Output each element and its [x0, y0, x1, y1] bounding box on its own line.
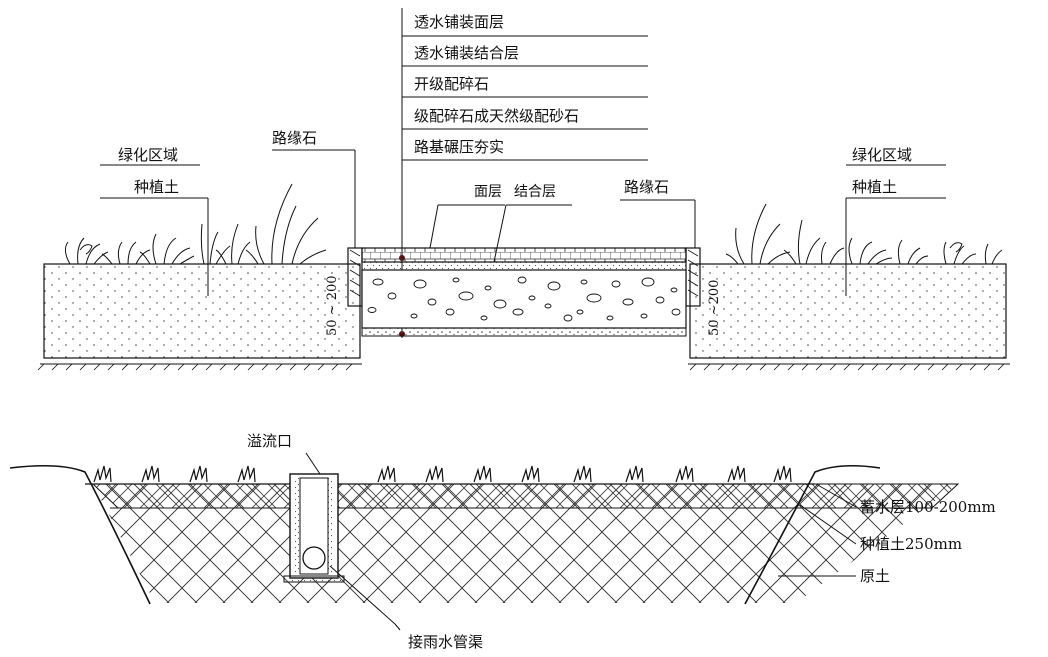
- right-soil-label: 种植土: [852, 178, 897, 196]
- storage-layer-band: [91, 483, 960, 509]
- drain-pipe: [302, 546, 326, 570]
- pipe-label-group: 接雨水管渠: [329, 565, 483, 651]
- right-curb-dim: 50 ~200: [707, 280, 722, 336]
- stack-label-graded-gravel-sand: 级配碎石成天然级配砂石: [414, 107, 579, 125]
- overflow-label: 溢流口: [247, 432, 292, 450]
- surface-layer-label: 面层: [474, 184, 502, 200]
- overflow-structure: 溢流口: [247, 432, 345, 583]
- left-curb-label: 路缘石: [272, 129, 317, 147]
- permeable-pavement: 面层 结合层: [361, 184, 687, 337]
- right-curb-label: 路缘石: [624, 178, 669, 196]
- stack-label-subgrade: 路基碾压夯实: [414, 138, 504, 156]
- stack-labels: 透水铺装面层 透水铺装结合层 开级配碎石 级配碎石成天然级配砂石 路基碾压夯实: [414, 13, 579, 156]
- grass-tufts: [93, 465, 792, 483]
- gravel-stones: [367, 276, 681, 322]
- pipe-label: 接雨水管渠: [408, 633, 483, 651]
- bedding-layer-label: 结合层: [514, 184, 556, 200]
- left-zone-label: 绿化区域: [118, 146, 178, 164]
- planting-soil-label: 种植土250mm: [860, 535, 962, 553]
- left-plants: [64, 183, 327, 265]
- top-section: 透水铺装面层 透水铺装结合层 开级配碎石 级配碎石成天然级配砂石 路基碾压夯实 …: [37, 8, 1010, 371]
- stack-label-bedding-layer: 透水铺装结合层: [414, 44, 519, 62]
- stack-label-open-graded-gravel: 开级配碎石: [414, 75, 489, 93]
- left-planting-bed: 绿化区域 种植土 路缘石 50 ~ 200: [37, 129, 362, 371]
- left-curb-dim: 50 ~ 200: [325, 275, 340, 336]
- stack-label-surface-layer: 透水铺装面层: [414, 13, 504, 31]
- right-plants: [725, 203, 1003, 265]
- bottom-section: 溢流口 蓄水层100-200mm 种植土250mm 原土 接雨水管渠: [9, 432, 996, 651]
- bottom-layer-labels: 蓄水层100-200mm 种植土250mm 原土: [778, 483, 996, 585]
- left-soil-label: 种植土: [134, 178, 179, 196]
- right-planting-bed: 绿化区域 种植土 路缘石 50 ~200: [620, 146, 1010, 371]
- storage-layer-label: 蓄水层100-200mm: [860, 498, 996, 516]
- right-zone-label: 绿化区域: [852, 146, 912, 164]
- native-soil-label: 原土: [860, 567, 890, 585]
